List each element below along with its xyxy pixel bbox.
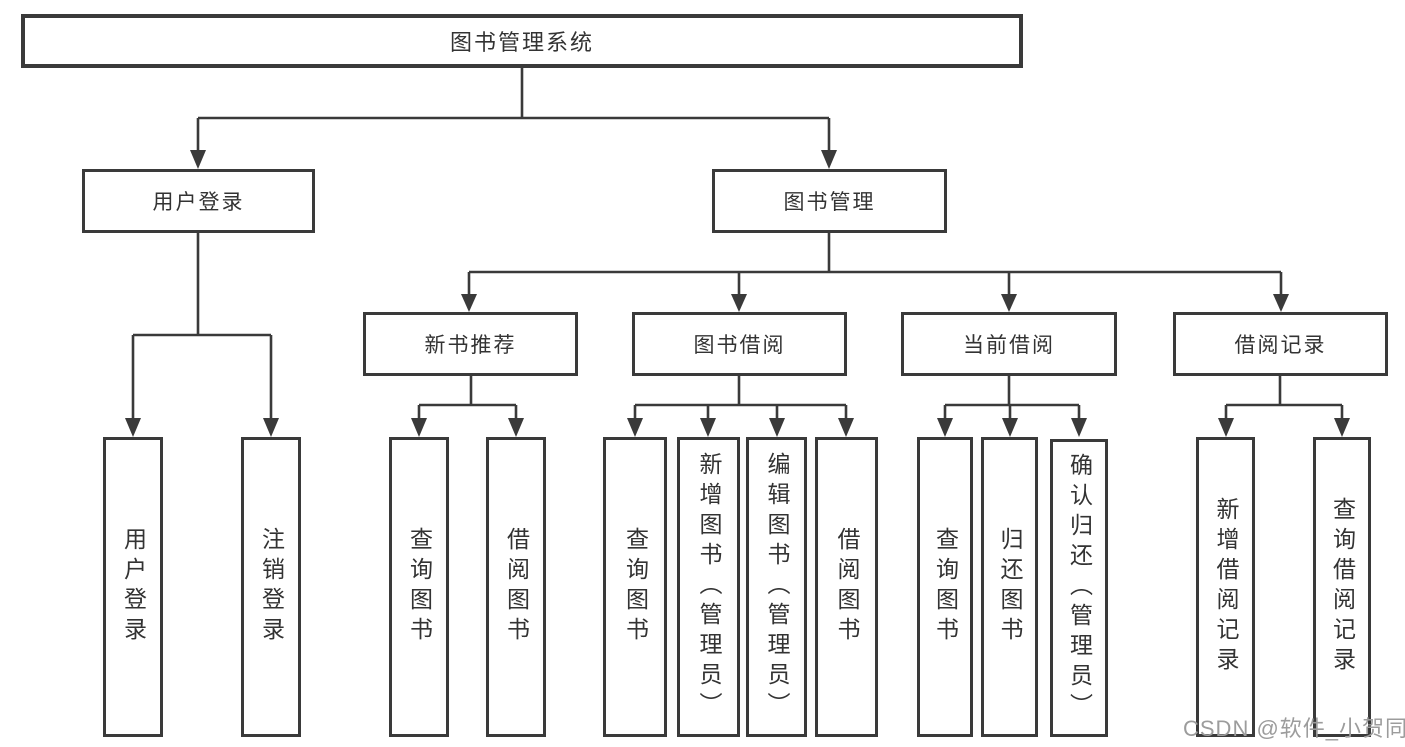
leaf-cb-query-book-label: 查询图书 — [932, 527, 959, 647]
leaf-bb-query-book-label: 查询图书 — [622, 527, 649, 647]
leaf-nb-query-book: 查询图书 — [389, 437, 449, 737]
leaf-user-login: 用户登录 — [103, 437, 163, 737]
node-new-book-recommendation: 新书推荐 — [363, 312, 578, 376]
leaf-br-add-record-label: 新增借阅记录 — [1213, 497, 1239, 677]
node-current-borrowing-label: 当前借阅 — [963, 334, 1055, 357]
leaf-bb-query-book: 查询图书 — [603, 437, 667, 737]
leaf-cb-return-book: 归还图书 — [981, 437, 1038, 737]
node-library-system: 图书管理系统 — [21, 14, 1023, 68]
node-user-login: 用户登录 — [82, 169, 315, 233]
leaf-bb-edit-book-admin: 编辑图书（管理员） — [746, 437, 807, 737]
leaf-cb-query-book: 查询图书 — [917, 437, 973, 737]
node-borrowing-records: 借阅记录 — [1173, 312, 1388, 376]
leaf-cb-confirm-return-admin-label: 确认归还（管理员） — [1066, 453, 1093, 723]
leaf-bb-edit-book-admin-label: 编辑图书（管理员） — [764, 452, 790, 722]
leaf-bb-borrow-book: 借阅图书 — [815, 437, 878, 737]
leaf-br-query-record: 查询借阅记录 — [1313, 437, 1371, 737]
leaf-nb-query-book-label: 查询图书 — [406, 527, 433, 647]
leaf-logout-label: 注销登录 — [258, 527, 285, 647]
node-new-book-recommendation-label: 新书推荐 — [424, 334, 517, 357]
leaf-br-add-record: 新增借阅记录 — [1196, 437, 1255, 737]
leaf-bb-add-book-admin: 新增图书（管理员） — [677, 437, 740, 737]
node-book-borrowing-label: 图书借阅 — [693, 334, 786, 357]
node-book-borrowing: 图书借阅 — [632, 312, 847, 376]
csdn-watermark: CSDN @软件_小贺同学 — [1183, 716, 1405, 741]
leaf-br-query-record-label: 查询借阅记录 — [1329, 497, 1356, 677]
node-borrowing-records-label: 借阅记录 — [1234, 334, 1327, 357]
leaf-nb-borrow-book-label: 借阅图书 — [503, 527, 530, 647]
node-book-management: 图书管理 — [712, 169, 947, 233]
leaf-nb-borrow-book: 借阅图书 — [486, 437, 546, 737]
node-library-system-label: 图书管理系统 — [449, 30, 594, 55]
leaf-logout: 注销登录 — [241, 437, 301, 737]
node-book-management-label: 图书管理 — [783, 191, 876, 214]
leaf-bb-borrow-book-label: 借阅图书 — [834, 527, 860, 647]
node-user-login-label: 用户登录 — [152, 191, 245, 214]
node-current-borrowing: 当前借阅 — [901, 312, 1117, 376]
leaf-cb-return-book-label: 归还图书 — [997, 527, 1023, 647]
leaf-cb-confirm-return-admin: 确认归还（管理员） — [1050, 439, 1108, 737]
leaf-user-login-label: 用户登录 — [120, 527, 147, 647]
leaf-bb-add-book-admin-label: 新增图书（管理员） — [696, 452, 722, 722]
